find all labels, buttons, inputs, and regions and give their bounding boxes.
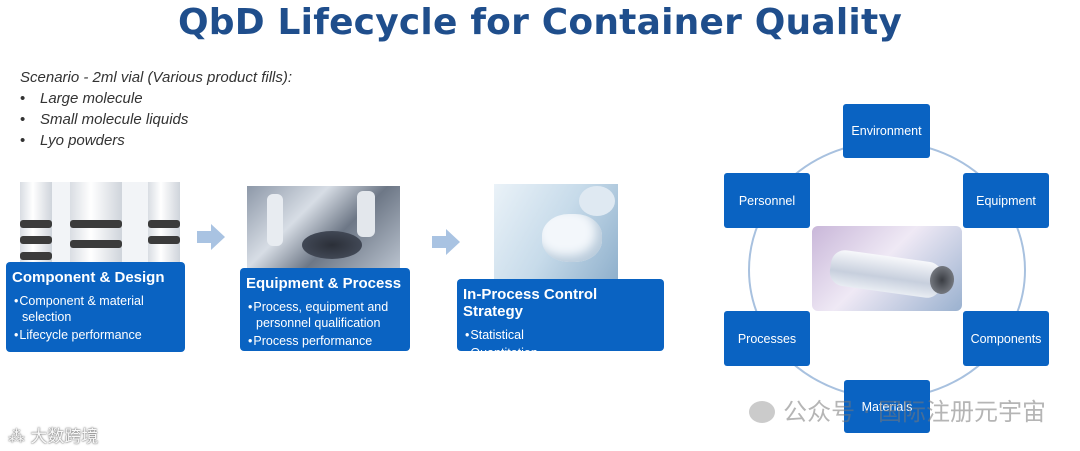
page-title: QbD Lifecycle for Container Quality	[177, 2, 903, 43]
cycle-node-components: Components	[963, 311, 1049, 366]
center-vial-photo	[812, 226, 962, 311]
step-bullet: Lifecycle performance	[12, 327, 177, 343]
scenario-heading: Scenario - 2ml vial (Various product fil…	[20, 69, 293, 86]
scenario-list: Large molecule Small molecule liquids Ly…	[20, 88, 292, 151]
cycle-node-equipment: Equipment	[963, 173, 1049, 228]
lab-photo	[494, 184, 618, 279]
equipment-photo	[247, 186, 400, 268]
cycle-node-personnel: Personnel	[724, 173, 810, 228]
step-equipment-process: Equipment & Process Process, equipment a…	[240, 268, 410, 351]
scenario-item-small-molecule: Small molecule liquids	[20, 109, 292, 130]
step-bullet: Statistical	[463, 327, 656, 343]
vials-photo	[20, 182, 180, 262]
step-bullet: Quantitation	[463, 345, 656, 361]
cycle-node-environment: Environment	[843, 104, 930, 158]
scenario-item-large-molecule: Large molecule	[20, 88, 292, 109]
cycle-node-processes: Processes	[724, 311, 810, 366]
vial-image-middle	[70, 182, 122, 262]
vial-image-right	[148, 182, 180, 262]
step-in-process-control: In-Process Control Strategy Statistical …	[457, 279, 664, 360]
logo-icon: ⁂	[8, 427, 31, 447]
scenario-item-lyo-powders: Lyo powders	[20, 130, 292, 151]
step-component-design: Component & Design Component & material …	[6, 262, 185, 352]
step-bullet: Process, equipment and personnel qualifi…	[246, 299, 402, 331]
brand-watermark: ⁂ 大数跨境	[8, 427, 99, 447]
step-heading: Component & Design	[12, 269, 165, 286]
step-heading: Equipment & Process	[246, 275, 402, 292]
cycle-node-materials: Materials	[844, 380, 930, 433]
step-heading: In-Process Control Strategy	[463, 286, 598, 320]
wechat-icon	[749, 401, 776, 423]
scenario-block: Scenario - 2ml vial (Various product fil…	[20, 67, 292, 151]
step-bullet: Process performance	[246, 333, 402, 349]
wechat-watermark: 公众号 · 国际注册元宇宙	[749, 392, 1046, 427]
step-bullet: Component & material selection	[12, 293, 177, 325]
vial-image-left	[20, 182, 52, 262]
